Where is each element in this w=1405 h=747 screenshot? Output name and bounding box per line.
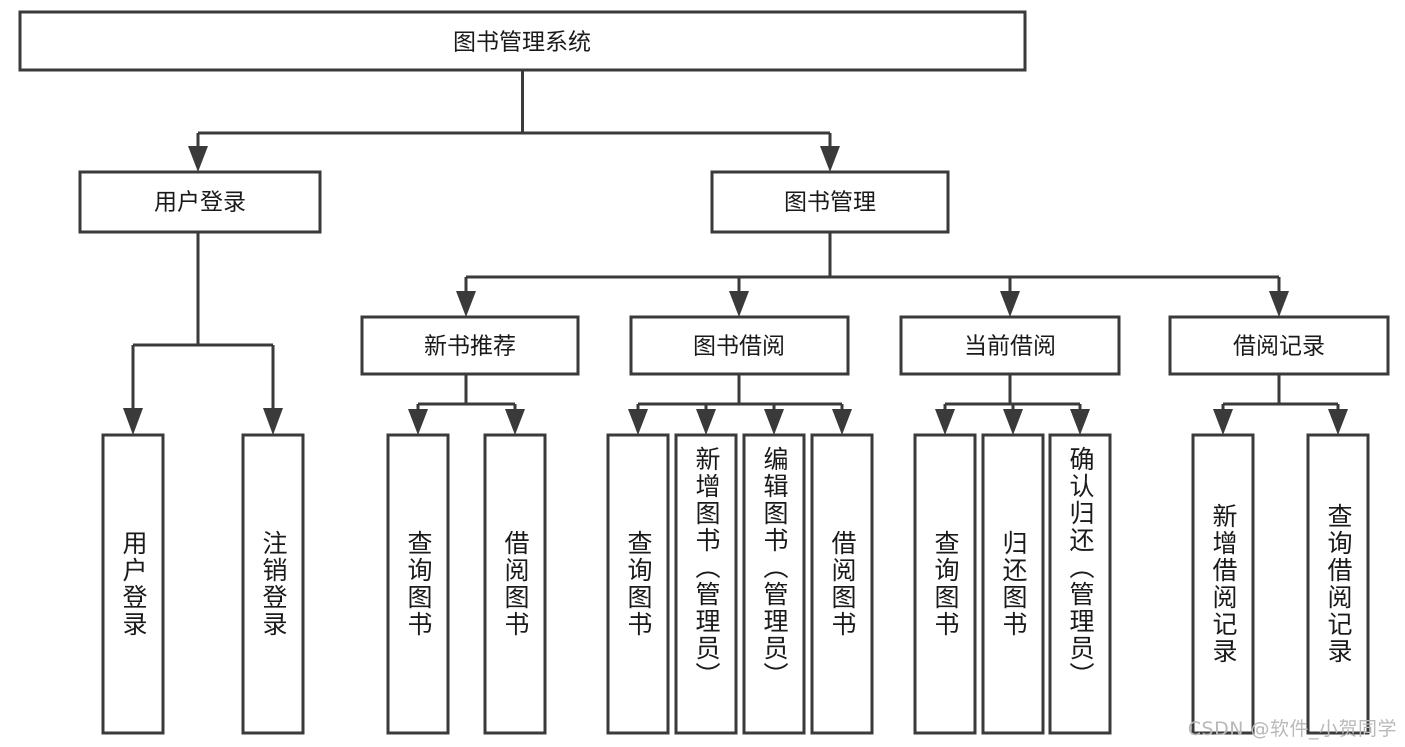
arrow-head-newbook-leaf-2 bbox=[505, 409, 525, 435]
node-label-current-borrow: 当前借阅 bbox=[964, 334, 1056, 360]
node-box-leaf-bb-edit[interactable] bbox=[742, 433, 806, 735]
node-box-leaf-cb-return[interactable] bbox=[981, 433, 1045, 735]
node-box-leaf-cb-confirm[interactable] bbox=[1048, 433, 1112, 735]
arrow-head-bookborrow-leaf-4 bbox=[832, 409, 852, 435]
arrow-head-currentborrow-leaf-3 bbox=[1070, 409, 1090, 435]
arrow-head-bookborrow-leaf-2 bbox=[696, 409, 716, 435]
arrow-head-current-borrow bbox=[1000, 291, 1020, 317]
node-label-book-borrow: 图书借阅 bbox=[693, 334, 785, 360]
node-layer: 图书管理系统 用户登录 图书管理 新书推荐 图书借阅 当前借阅 借阅记录 bbox=[18, 10, 1390, 735]
arrow-head-borrowrecord-leaf-2 bbox=[1328, 409, 1348, 435]
node-label-new-book-recommend: 新书推荐 bbox=[424, 334, 516, 360]
arrow-head-user-login bbox=[188, 146, 208, 172]
node-box-current-borrow[interactable] bbox=[899, 315, 1121, 376]
arrow-head-book-manage bbox=[820, 146, 840, 172]
node-box-leaf-bb-query[interactable] bbox=[606, 433, 670, 735]
arrow-head-leaf-user-login bbox=[123, 408, 143, 435]
arrow-head-bookborrow-leaf-3 bbox=[764, 409, 784, 435]
node-label-user-login: 用户登录 bbox=[154, 190, 246, 216]
arrow-head-new-book bbox=[456, 291, 476, 317]
node-label-root: 图书管理系统 bbox=[453, 30, 591, 56]
node-box-leaf-bb-add[interactable] bbox=[674, 433, 738, 735]
arrow-head-newbook-leaf-1 bbox=[408, 409, 428, 435]
node-box-book-manage[interactable] bbox=[710, 170, 950, 234]
node-box-root[interactable] bbox=[18, 10, 1027, 72]
node-box-leaf-cb-query[interactable] bbox=[913, 433, 977, 735]
connector-layer bbox=[123, 70, 1348, 435]
node-box-leaf-user-login[interactable] bbox=[101, 433, 165, 735]
node-box-borrow-record[interactable] bbox=[1168, 315, 1390, 376]
node-box-new-book-recommend[interactable] bbox=[360, 315, 580, 376]
arrow-head-bookborrow-leaf-1 bbox=[628, 409, 648, 435]
node-box-leaf-logout[interactable] bbox=[241, 433, 305, 735]
arrow-head-currentborrow-leaf-1 bbox=[935, 409, 955, 435]
node-box-user-login[interactable] bbox=[78, 170, 322, 234]
node-box-leaf-newbook-borrow[interactable] bbox=[483, 433, 547, 735]
node-box-leaf-newbook-query[interactable] bbox=[386, 433, 450, 735]
node-label-book-manage: 图书管理 bbox=[784, 190, 876, 216]
node-box-leaf-br-add[interactable] bbox=[1191, 433, 1255, 735]
arrow-head-borrowrecord-leaf-1 bbox=[1213, 409, 1233, 435]
arrow-head-borrow-record bbox=[1269, 291, 1289, 317]
arrow-head-book-borrow bbox=[729, 291, 749, 317]
node-box-leaf-bb-borrow[interactable] bbox=[810, 433, 874, 735]
node-box-leaf-br-query[interactable] bbox=[1306, 433, 1370, 735]
arrow-head-leaf-logout bbox=[263, 408, 283, 435]
node-box-book-borrow[interactable] bbox=[629, 315, 850, 376]
arrow-head-currentborrow-leaf-2 bbox=[1003, 409, 1023, 435]
node-label-borrow-record: 借阅记录 bbox=[1233, 334, 1325, 360]
